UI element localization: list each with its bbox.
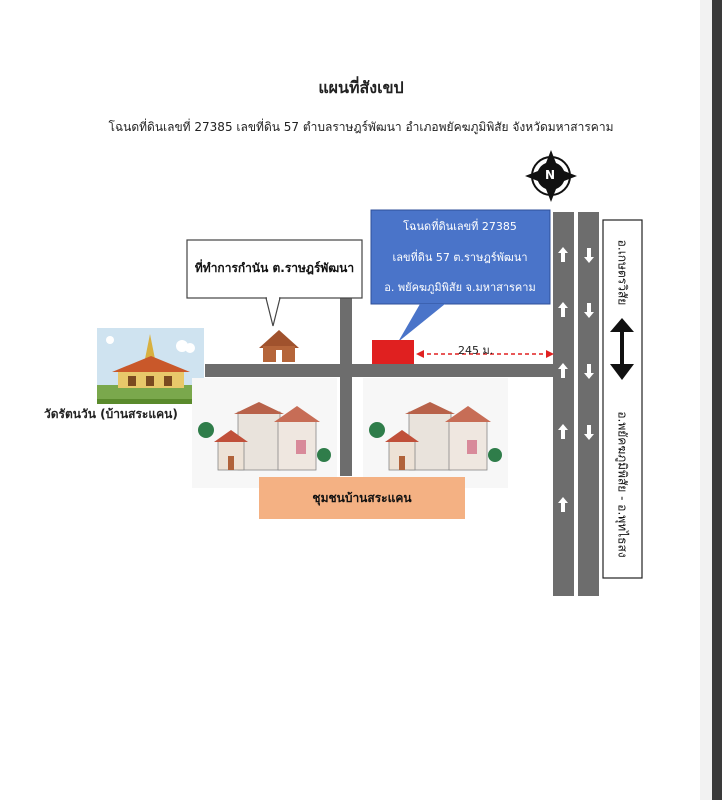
office-callout bbox=[186, 239, 363, 327]
compass-label: N bbox=[545, 168, 556, 182]
distance-line bbox=[416, 350, 554, 358]
house-icon bbox=[259, 330, 299, 362]
side-road-horizontal bbox=[205, 364, 553, 377]
page-title: แผนที่สังเขป bbox=[318, 78, 404, 97]
highway-lane-left bbox=[553, 212, 574, 596]
callout-line-3: อ. พยัคฆภูมิพิสัย จ.มหาสารคาม bbox=[384, 281, 536, 294]
community-box bbox=[259, 477, 465, 519]
lane-arrows-up bbox=[558, 247, 568, 512]
direction-label-bottom: อ.พยัคฆภูมิพิสัย - อ.พุทไธสง bbox=[615, 411, 630, 558]
temple-label: วัดรัตนวัน (บ้านสระแคน) bbox=[44, 407, 178, 421]
callout-line-2: เลขที่ดิน 57 ต.ราษฎร์พัฒนา bbox=[392, 251, 528, 264]
town-illustration-right bbox=[363, 378, 508, 488]
scrollbar[interactable] bbox=[712, 0, 722, 800]
compass-icon bbox=[525, 150, 577, 202]
office-label: ที่ทำการกำนัน ต.ราษฎร์พัฒนา bbox=[194, 261, 355, 275]
town-illustration-left bbox=[192, 378, 337, 488]
community-label: ชุมชนบ้านสระแคน bbox=[312, 491, 412, 505]
plot-callout bbox=[370, 209, 551, 342]
temple-image bbox=[97, 328, 204, 404]
land-plot-marker bbox=[372, 340, 414, 364]
double-arrow-icon bbox=[610, 318, 634, 380]
side-road-vertical bbox=[340, 290, 352, 476]
highway-lane-right bbox=[578, 212, 599, 596]
page-subtitle: โฉนดที่ดินเลขที่ 27385 เลขที่ดิน 57 ตำบล… bbox=[108, 120, 614, 134]
callout-line-1: โฉนดที่ดินเลขที่ 27385 bbox=[403, 220, 517, 233]
distance-label: 245 ม. bbox=[458, 344, 494, 357]
lane-arrows-down bbox=[584, 248, 594, 440]
direction-label-top: อ.เกษตรวิสัย bbox=[615, 239, 630, 306]
direction-box bbox=[602, 219, 643, 579]
page-edge bbox=[700, 0, 712, 800]
